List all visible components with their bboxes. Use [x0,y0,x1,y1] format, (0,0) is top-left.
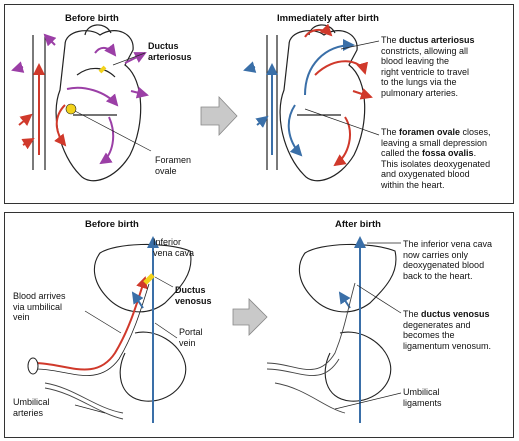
newborn-vessels [266,236,366,423]
ductus-arteriosus-note: The ductus arteriosus constricts, allowi… [381,35,475,98]
fetal-vessels [34,236,159,423]
ivc-note: The inferior vena cava now carries only … [403,239,493,281]
foramen-ovale-marker [65,103,77,115]
umbilical-ligaments-label: Umbilical ligaments [403,387,442,408]
before-birth-title: Before birth [65,13,119,24]
umbilical-arteries-label: Umbilical arteries [13,397,50,418]
foramen-ovale-label: Foramen ovale [155,155,192,176]
ductus-venosus-label: Ductus venosus [175,285,212,306]
fetal-liver [93,243,192,402]
ductus-venosus-note: The ductus venosus degenerates and becom… [403,309,492,351]
heart-diagrams [11,23,380,182]
fetal-flow-arrows [11,33,149,165]
newborn-liver [298,243,397,402]
process-arrow-icon [200,95,238,137]
fetal-heart [32,24,142,182]
portal-vein-label: Portal vein [179,327,203,348]
ductus-arteriosus-label: Ductus arteriosus [148,41,192,62]
process-arrow-icon [232,298,268,336]
ductus-venosus-marker [143,273,155,285]
newborn-heart [266,24,366,182]
ivc-label: Inferior vena cava [153,237,195,258]
heart-panel: Before birth Immediately after birth Duc… [4,4,514,204]
liver-panel: Before birth After birth Inferior vena c… [4,212,514,438]
ductus-arteriosus-marker [98,65,107,74]
before-birth-title-2: Before birth [85,219,139,230]
umbilical-vein-label: Blood arrives via umbilical vein [13,291,66,322]
after-birth-title-2: After birth [335,219,381,230]
newborn-flow-arrows [243,23,373,167]
after-birth-title: Immediately after birth [277,13,379,24]
foramen-ovale-note: The foramen ovale closes, leaving a smal… [381,127,491,190]
liver-diagrams [27,236,402,423]
